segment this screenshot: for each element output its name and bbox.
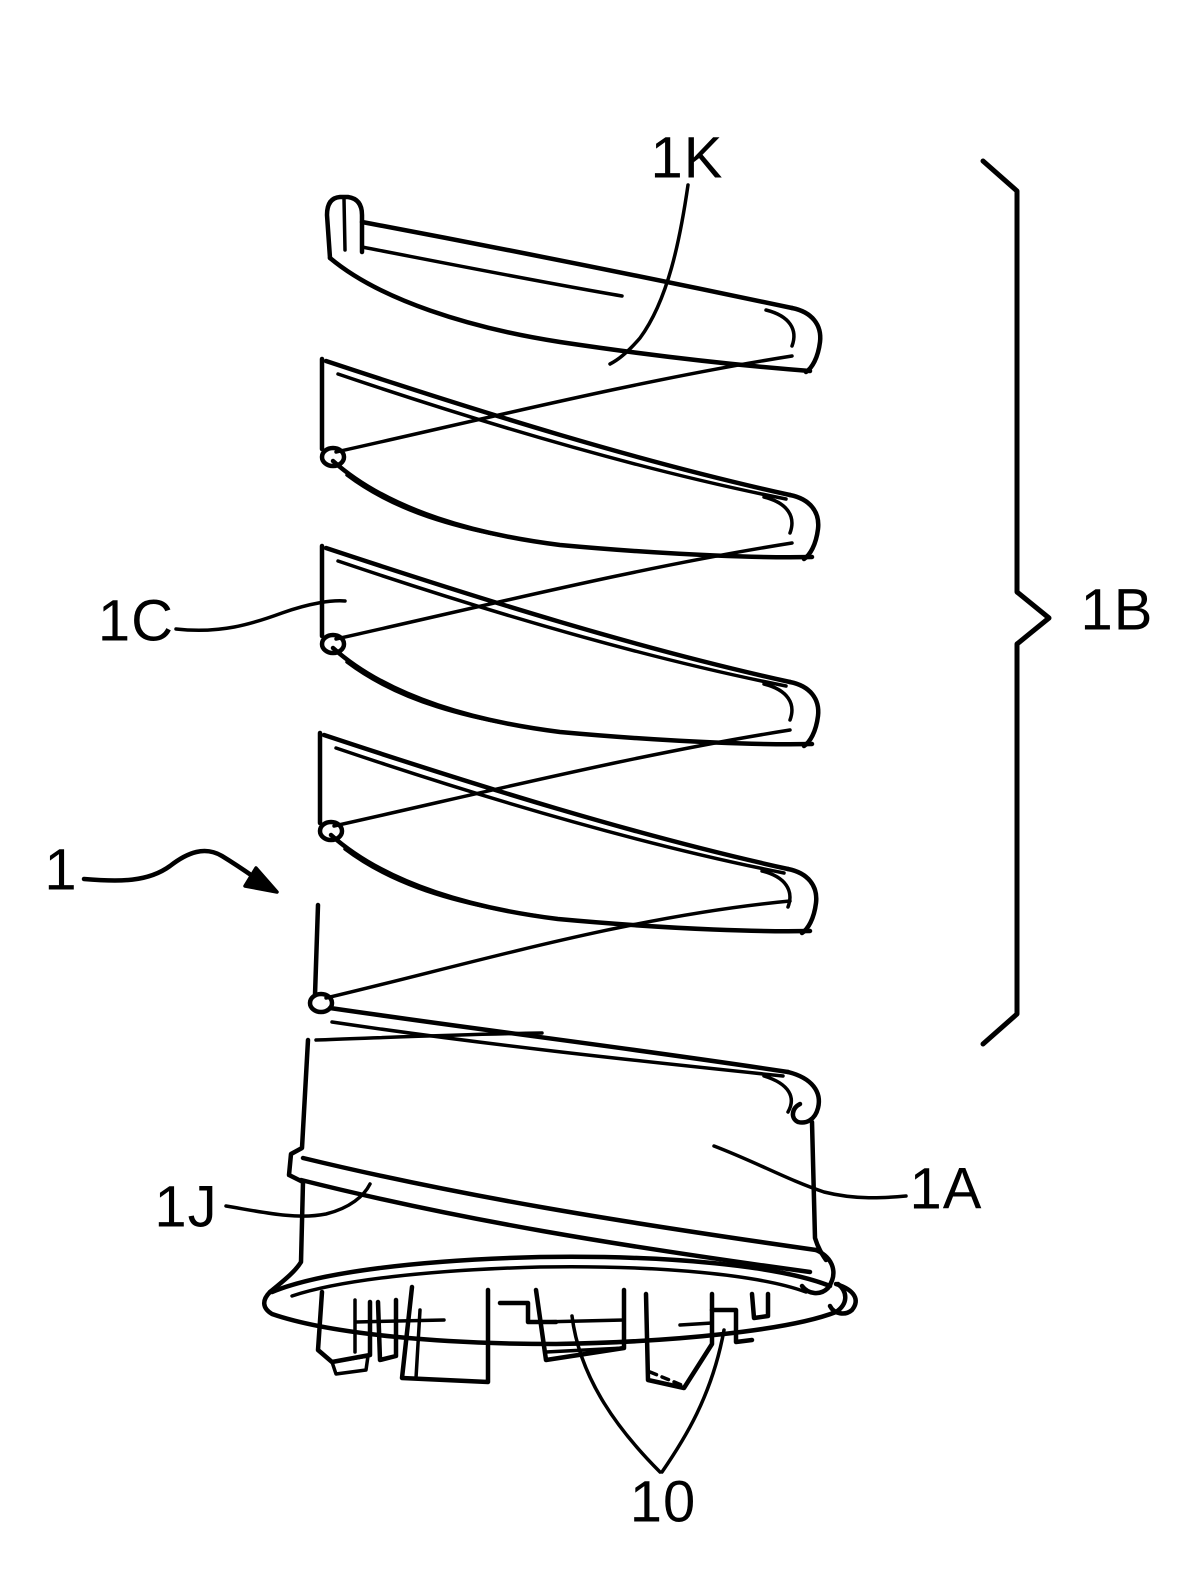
leader-10-left bbox=[572, 1316, 660, 1472]
label-1J: 1J bbox=[154, 1174, 218, 1240]
label-10: 10 bbox=[629, 1469, 697, 1535]
leader-1 bbox=[84, 851, 264, 884]
cup-base-drawing bbox=[264, 1033, 855, 1344]
spring-coil-drawing bbox=[310, 197, 820, 1122]
leader-1K bbox=[610, 185, 688, 364]
label-1A: 1A bbox=[909, 1156, 983, 1222]
leader-1-arrowhead bbox=[243, 866, 279, 894]
leader-lines bbox=[84, 185, 906, 1472]
brace-1B bbox=[983, 161, 1049, 1044]
leader-1J bbox=[226, 1184, 370, 1216]
leader-1C bbox=[176, 601, 345, 631]
label-1K: 1K bbox=[650, 125, 724, 191]
spring-top-end bbox=[327, 197, 810, 371]
label-1: 1 bbox=[44, 837, 78, 903]
mounting-tabs bbox=[318, 1287, 768, 1388]
leader-10-right bbox=[662, 1330, 724, 1472]
label-1B: 1B bbox=[1080, 577, 1154, 643]
label-1C: 1C bbox=[97, 588, 175, 654]
leader-1A bbox=[714, 1146, 906, 1198]
